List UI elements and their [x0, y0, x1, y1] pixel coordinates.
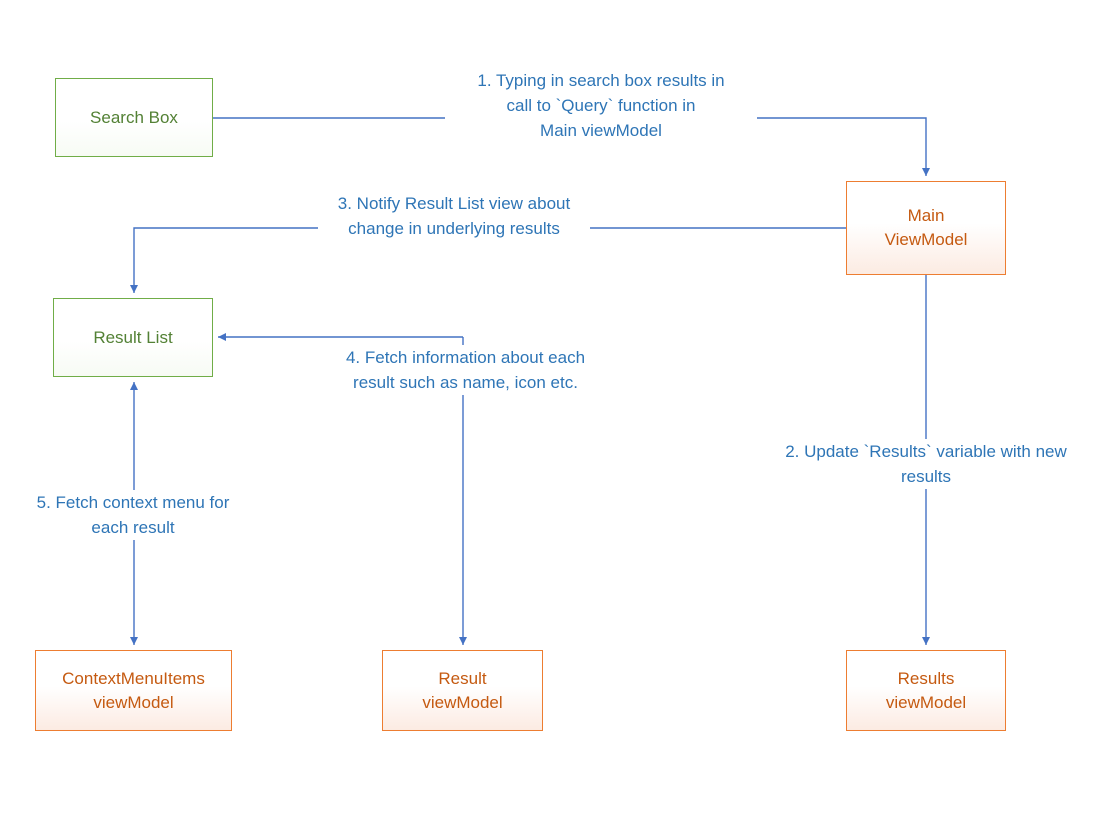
edge-label-line: results	[900, 467, 952, 486]
edge-label-line: call to `Query` function in	[506, 96, 696, 115]
edge-label-line: change in underlying results	[348, 219, 560, 238]
edge-label-line: 2. Update `Results` variable with new	[785, 442, 1067, 461]
edge-label-line: 3. Notify Result List view about	[337, 194, 571, 213]
node-label: Main	[907, 206, 945, 225]
node-search-box: Search Box	[55, 78, 213, 157]
node-results-viewmodel: Results viewModel	[846, 650, 1006, 731]
node-label: ContextMenuItems	[62, 668, 205, 688]
node-contextmenuitems-viewmodel: ContextMenuItems viewModel	[35, 650, 232, 731]
edge-label-line: Main viewModel	[540, 121, 662, 140]
node-label: viewModel	[422, 692, 503, 712]
edge-label-line: 4. Fetch information about each	[345, 348, 586, 367]
edge-label-line: each result	[91, 518, 175, 537]
edge-label-line: 5. Fetch context menu for	[36, 493, 230, 512]
edge-label-step3: 3. Notify Result List view about change …	[318, 191, 590, 241]
edge-label-step5: 5. Fetch context menu for each result	[22, 490, 244, 540]
node-main-viewmodel: Main ViewModel	[846, 181, 1006, 275]
node-label: ViewModel	[884, 230, 968, 249]
node-label: Result List	[93, 327, 173, 347]
edge-label-step2: 2. Update `Results` variable with new re…	[760, 439, 1092, 489]
arrow-mainviewmodel-to-resultlist	[130, 227, 846, 293]
node-label: Results	[897, 668, 955, 688]
node-label: Result	[438, 668, 487, 688]
edge-label-step4: 4. Fetch information about each result s…	[328, 345, 603, 395]
edge-label-step1: 1. Typing in search box results in call …	[445, 68, 757, 143]
edge-label-line: result such as name, icon etc.	[353, 373, 578, 392]
node-label: viewModel	[885, 692, 967, 712]
node-label: Search Box	[90, 107, 178, 127]
edge-label-line: 1. Typing in search box results in	[477, 71, 725, 90]
node-result-viewmodel: Result viewModel	[382, 650, 543, 731]
node-result-list: Result List	[53, 298, 213, 377]
node-label: viewModel	[93, 692, 174, 712]
